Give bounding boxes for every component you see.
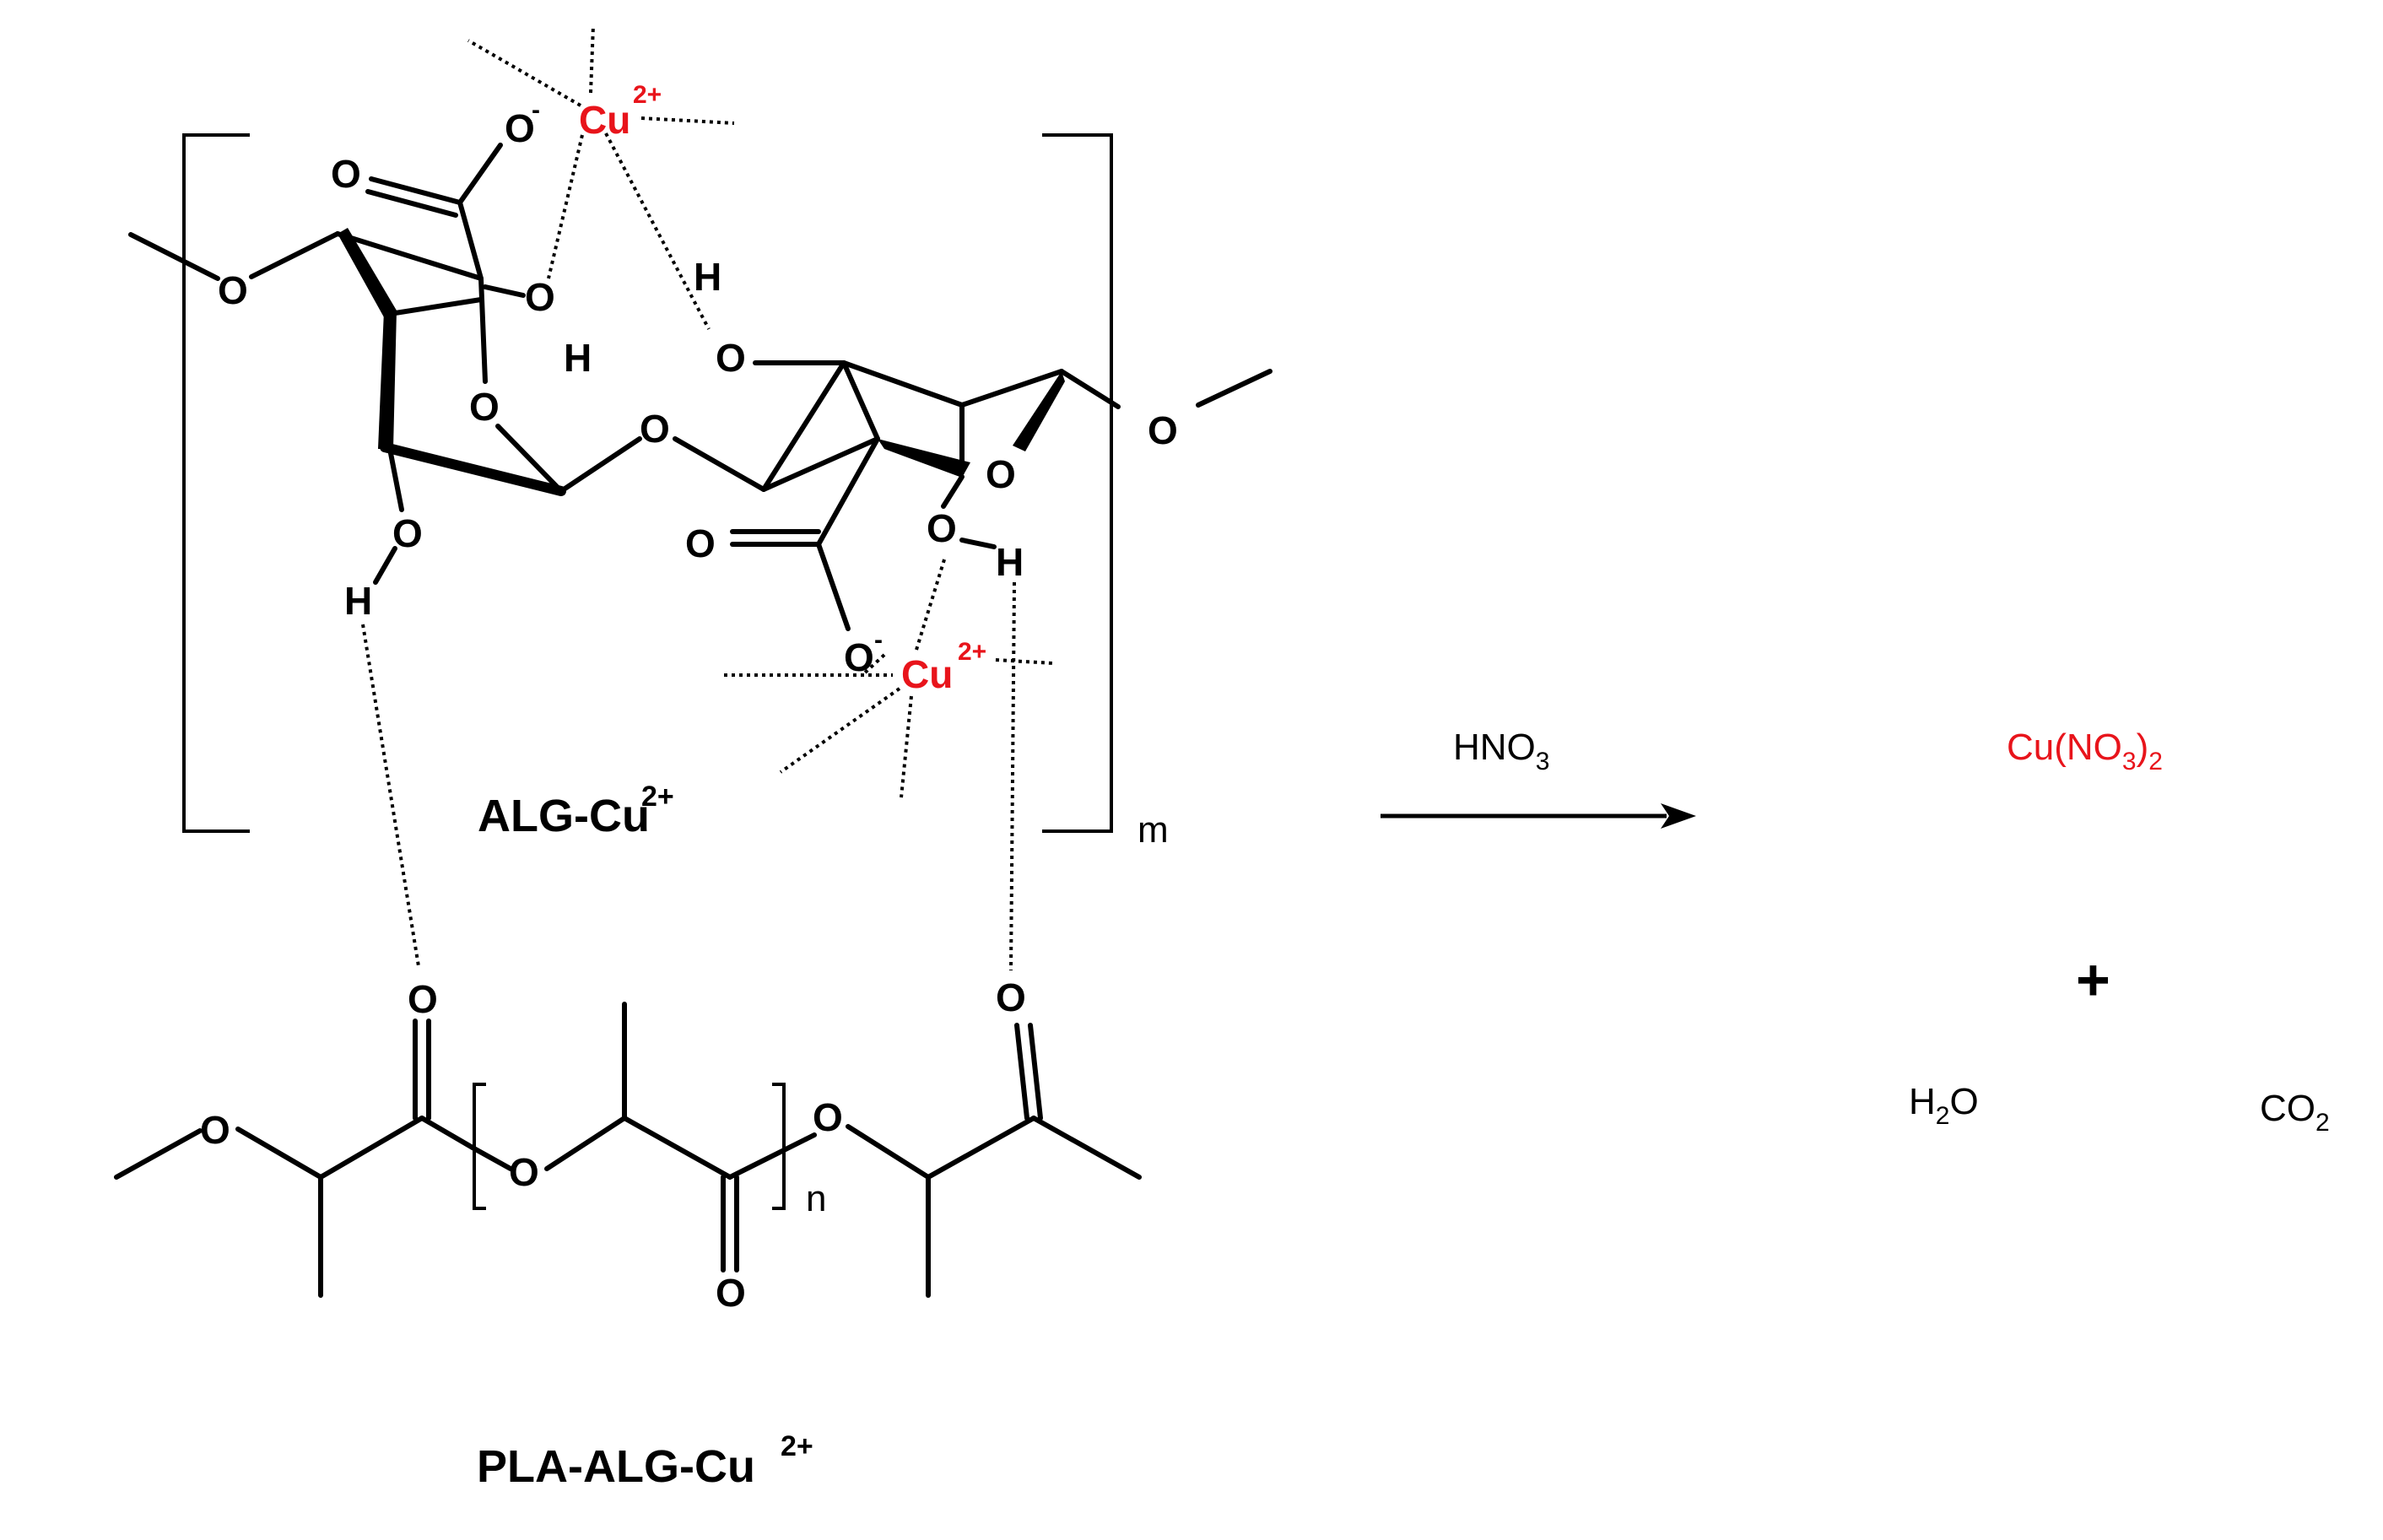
svg-text:CO2: CO2 — [2260, 1088, 2330, 1137]
svg-text:2+: 2+ — [641, 781, 674, 813]
alg-atom-labels: O O O - O H O O O H H O O O O O H O - — [218, 96, 1178, 679]
oxygen-atom: O — [331, 152, 361, 196]
oxygen-atom: O — [844, 635, 874, 679]
hydrogen-bond-left — [361, 624, 420, 967]
oxygen-atom: O — [509, 1150, 539, 1194]
svg-text:PLA-ALG-Cu: PLA-ALG-Cu — [477, 1441, 755, 1492]
hydrogen-atom: H — [996, 540, 1024, 584]
alg-cu-label: ALG-Cu 2+ — [478, 781, 674, 841]
pla-alg-cu-label: PLA-ALG-Cu 2+ — [477, 1430, 813, 1492]
repeat-n-label: n — [806, 1178, 826, 1219]
copper-ion-label: Cu — [901, 652, 953, 696]
oxygen-atom: O — [392, 511, 423, 555]
oxygen-atom: O — [640, 407, 670, 451]
oxygen-atom: O — [986, 452, 1016, 496]
hydrogen-bond-right — [1009, 581, 1016, 971]
oxygen-atom: O — [996, 975, 1026, 1019]
copper-charge: 2+ — [633, 81, 662, 109]
oxygen-atom: O — [716, 1271, 746, 1315]
oxygen-atom: O — [716, 336, 746, 380]
svg-text:2+: 2+ — [781, 1430, 813, 1462]
left-sugar-ring — [128, 143, 766, 585]
plus-sign: + — [2076, 947, 2110, 1013]
oxygen-atom: O — [408, 977, 438, 1021]
pla-atom-labels: O O O O O O — [200, 975, 1026, 1315]
product-water: H2O — [1909, 1081, 1979, 1130]
alginate-bracket-right — [1042, 133, 1113, 833]
svg-text:ALG-Cu: ALG-Cu — [478, 791, 650, 841]
alginate-bracket-left — [182, 133, 250, 833]
product-co2: CO2 — [2260, 1088, 2330, 1137]
pla-bracket-right — [772, 1083, 786, 1210]
svg-text:HNO3: HNO3 — [1453, 727, 1549, 775]
oxygen-atom: O — [927, 506, 957, 550]
oxygen-atom: O — [685, 521, 716, 565]
pla-bracket-left — [473, 1083, 486, 1210]
copper-charge: 2+ — [958, 638, 986, 666]
product-copper-nitrate: Cu(NO3)2 — [2007, 727, 2163, 775]
hydrogen-atom: H — [564, 336, 592, 380]
oxygen-atom: O — [469, 385, 500, 429]
oxygen-atom: O — [218, 268, 248, 312]
copper-ion-top: Cu 2+ — [467, 24, 735, 330]
reaction-arrow — [1381, 803, 1696, 829]
oxygen-atom: O — [1148, 408, 1178, 452]
repeat-m-label: m — [1137, 809, 1169, 851]
svg-text:H2O: H2O — [1909, 1081, 1979, 1130]
anion-charge: - — [874, 626, 883, 654]
pla-chain — [114, 1002, 1142, 1298]
oxygen-atom: O — [813, 1095, 843, 1139]
oxygen-atom: O — [525, 275, 555, 319]
reagent-label: HNO3 — [1453, 727, 1549, 775]
hydrogen-atom: H — [694, 255, 721, 299]
right-sugar-ring — [730, 360, 1273, 631]
anion-charge: - — [532, 96, 540, 124]
oxygen-atom: O — [200, 1108, 230, 1152]
svg-text:Cu(NO3)2: Cu(NO3)2 — [2007, 727, 2163, 775]
copper-ion-bottom: Cu 2+ — [724, 556, 1054, 798]
hydrogen-atom: H — [344, 579, 372, 623]
oxygen-atom: O — [505, 106, 535, 150]
copper-ion-label: Cu — [579, 98, 630, 142]
